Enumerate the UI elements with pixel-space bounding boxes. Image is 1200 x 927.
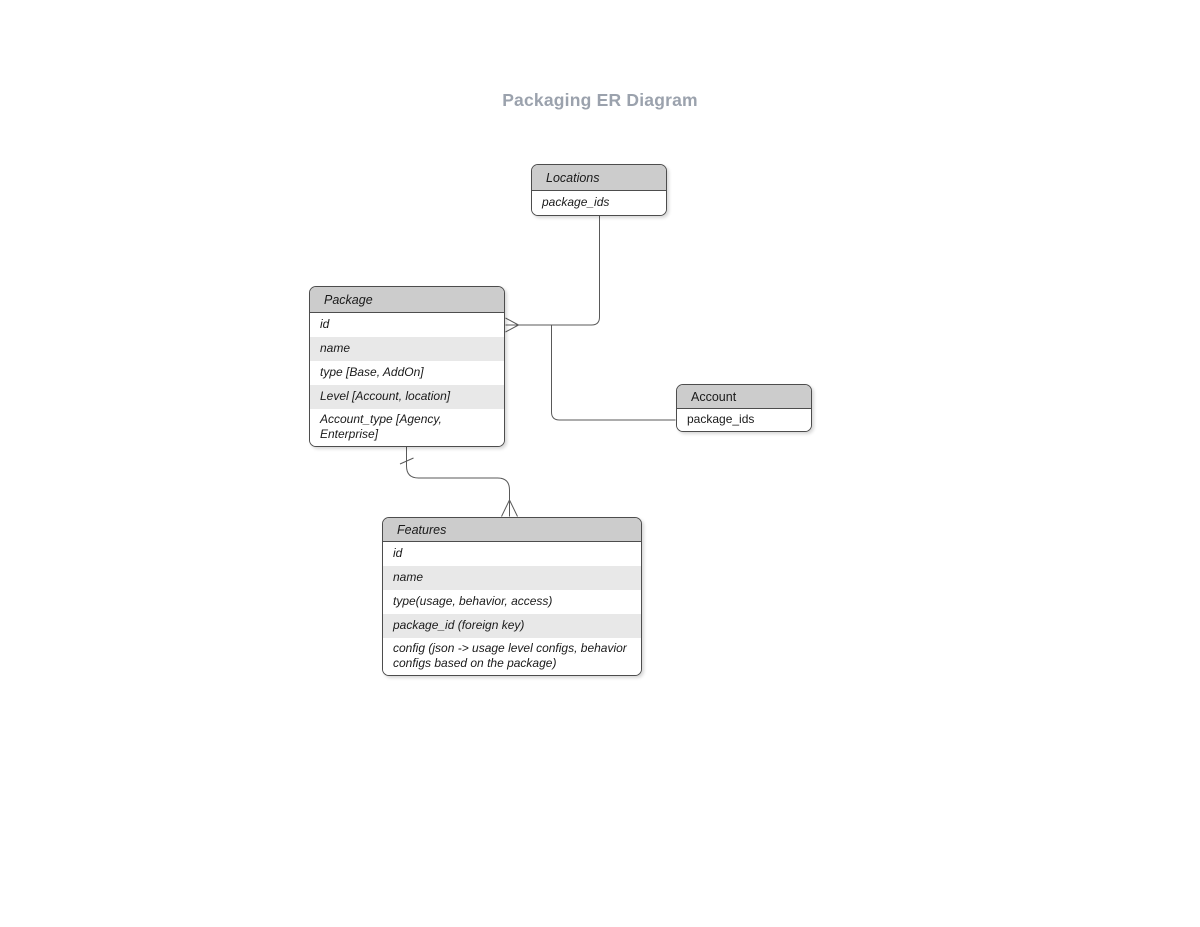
entity-features-header[interactable]: Features: [383, 518, 641, 542]
entity-features-row-type[interactable]: type(usage, behavior, access): [383, 590, 641, 614]
entity-locations-header[interactable]: Locations: [532, 165, 666, 191]
entity-features-row-id[interactable]: id: [383, 542, 641, 566]
entity-account[interactable]: Account package_ids: [676, 384, 812, 432]
entity-package-row-id[interactable]: id: [310, 313, 504, 337]
entity-package-rows: id name type [Base, AddOn] Level [Accoun…: [310, 313, 504, 446]
entity-account-row-package-ids[interactable]: package_ids: [677, 409, 811, 431]
entity-package-header[interactable]: Package: [310, 287, 504, 313]
entity-package[interactable]: Package id name type [Base, AddOn] Level…: [309, 286, 505, 447]
entity-package-row-name[interactable]: name: [310, 337, 504, 361]
crows-foot-many-icon: [505, 317, 519, 333]
entity-package-row-level[interactable]: Level [Account, location]: [310, 385, 504, 409]
connector-package-features[interactable]: [399, 446, 518, 517]
entity-features-row-name[interactable]: name: [383, 566, 641, 590]
entity-locations[interactable]: Locations package_ids: [531, 164, 667, 216]
entity-locations-row-package-ids[interactable]: package_ids: [532, 191, 666, 215]
connector-locations-package[interactable]: [505, 215, 600, 333]
diagram-title: Packaging ER Diagram: [502, 90, 698, 110]
entity-package-row-type[interactable]: type [Base, AddOn]: [310, 361, 504, 385]
entity-features-row-config[interactable]: config (json -> usage level configs, beh…: [383, 638, 641, 675]
entity-features-rows: id name type(usage, behavior, access) pa…: [383, 542, 641, 675]
entity-account-rows: package_ids: [677, 409, 811, 431]
entity-features-row-package-id[interactable]: package_id (foreign key): [383, 614, 641, 638]
entity-features[interactable]: Features id name type(usage, behavior, a…: [382, 517, 642, 676]
entity-account-header[interactable]: Account: [677, 385, 811, 409]
entity-locations-rows: package_ids: [532, 191, 666, 215]
entity-package-row-account-type[interactable]: Account_type [Agency, Enterprise]: [310, 409, 504, 446]
connector-account-package[interactable]: [551, 325, 676, 421]
crows-foot-many-icon: [501, 499, 518, 517]
one-tick-icon: [399, 457, 414, 465]
